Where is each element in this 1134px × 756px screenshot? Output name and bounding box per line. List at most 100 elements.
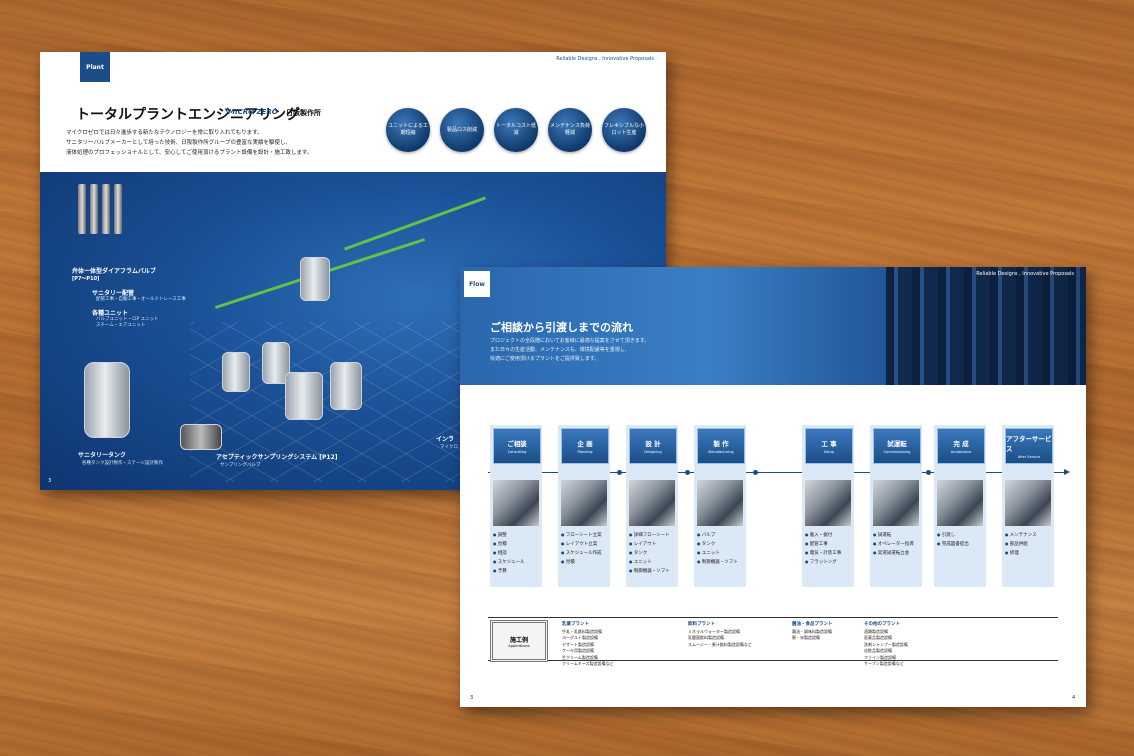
flow-step-title-en: After Service: [1017, 455, 1041, 459]
applications-item: 化粧品製造設備: [864, 648, 892, 653]
applications-item: 生クリーム製造設備: [562, 654, 598, 660]
feature-circle: メンテナンス負荷軽減: [548, 108, 592, 152]
applications-column-heading: その他のプラント: [864, 622, 900, 627]
flow-step-item: 予算: [493, 567, 524, 576]
applications-item: クリームチーズ製造設備など: [562, 661, 614, 666]
timeline-dot: [685, 470, 690, 475]
page-number: 3: [48, 478, 52, 484]
flow-step-item: ユニット: [697, 549, 738, 558]
applications-column-heading: 飲料プラント: [688, 622, 715, 627]
flow-step-photo: [493, 480, 539, 526]
flow-step-item: 試運転: [873, 531, 914, 540]
flow-step-title: 完 成: [953, 440, 969, 448]
flow-step-title: 設 計: [645, 440, 661, 448]
flow-step-items: 引渡し完成図書提出: [937, 531, 969, 549]
flow-step-item: 修理: [1005, 549, 1037, 558]
applications-item: 醤油・調味料製造設備: [792, 628, 832, 634]
flow-step-header: ご相談 Consulting: [493, 428, 541, 464]
sampling-system-illustration: [180, 424, 222, 450]
label-unit-sub: バルブユニット・CIP ユニット: [96, 317, 159, 322]
applications-item: スムージー・果汁飲料製造設備など: [688, 641, 752, 647]
applications-item: ヨーグルト製造設備: [562, 635, 598, 640]
applications-item: ケーキ用製造設備: [562, 648, 594, 653]
flow-step-photo: [1005, 480, 1051, 526]
flow-step-title-en: Planning: [577, 450, 593, 454]
timeline-dot: [753, 470, 758, 475]
flow-step-title: ご相談: [507, 440, 527, 448]
label-sampling: アセプティックサンプリングシステム [P12]: [216, 454, 338, 461]
flow-step-title-en: Manufacturing: [708, 450, 734, 454]
applications-column-heading: 醤油・食品プラント: [792, 622, 833, 627]
valve-illustration: [102, 184, 110, 234]
applications-item: 酒類製造設備: [864, 628, 888, 634]
flow-step-title-en: Acceptance: [950, 450, 972, 454]
flow-step-title: アフターサービス: [1006, 435, 1052, 453]
flow-step-item: バルブ: [697, 531, 738, 540]
tank-illustration: [285, 372, 323, 420]
flow-step-photo: [805, 480, 851, 526]
flow-step-item: メンテナンス: [1005, 531, 1037, 540]
sanitary-tank-illustration: [84, 362, 130, 438]
brochure-page-flow: Flow Reliable Designs , Innovative Propo…: [460, 267, 1086, 707]
feature-circle: ユニットによる工期短縮: [386, 108, 430, 152]
page-banner: Flow Reliable Designs , Innovative Propo…: [460, 267, 1086, 385]
timeline-dot: [617, 470, 622, 475]
intro-line: また日々の生産活動、メンテナンスも、環境配慮等を重視し、: [490, 347, 630, 353]
flow-step-items: バルブタンクユニット制御機器・ソフト: [697, 531, 738, 567]
intro-line: マイクロゼロでは日々進歩する新たなテクノロジーを常に取り入れてもります。: [66, 130, 263, 136]
section-tag: Plant: [80, 52, 110, 82]
flow-step-photo: [697, 480, 743, 526]
label-sampling-sub: サンプリングバルブ: [220, 463, 261, 468]
flow-step: 完 成 Acceptance 引渡し完成図書提出: [934, 425, 986, 587]
applications-column: 醤油・食品プラント醤油・調味料製造設備粥・米製造設備: [792, 622, 833, 642]
flow-step-item: 相談: [493, 549, 524, 558]
applications-title: 施工例: [509, 636, 528, 644]
feature-circles: ユニットによる工期短縮 製品ロス削減 トータルコスト低減 メンテナンス負荷軽減 …: [386, 108, 646, 152]
flow-step-item: 引渡し: [937, 531, 969, 540]
flow-step-item: タンク: [629, 549, 670, 558]
flow-step-item: レイアウト立案: [561, 540, 602, 549]
flow-step-items: フローシート立案レイアウト立案スケジュール作成見積: [561, 531, 602, 567]
flow-step-item: ユニット: [629, 558, 670, 567]
flow-step-item: レイアウト: [629, 540, 670, 549]
applications-item: 粥・米製造設備: [792, 635, 820, 640]
label-unit-sub: スチーム・エアユニット: [96, 323, 146, 328]
flow-step-item: スケジュール: [493, 558, 525, 567]
flow-step-item: 見積: [561, 558, 602, 567]
flow-step-photo: [873, 480, 919, 526]
flow-step-photo: [629, 480, 675, 526]
applications-label: 施工例 Applications: [490, 620, 548, 662]
brand-logo-microzero: MICRO ZERO: [228, 108, 278, 116]
applications-item: 医薬品製造設備: [864, 635, 892, 640]
flow-step-items: 詳細フローシートレイアウトタンクユニット制御機器・ソフト: [629, 531, 670, 576]
flow-step-item: 搬入・据付: [805, 531, 841, 540]
applications-item: 牛乳・乳飲料製造設備: [562, 628, 602, 634]
timeline-dot: [926, 470, 931, 475]
flow-step-title-en: Setup: [823, 450, 835, 454]
flow-step-items: メンテナンス部品供給修理: [1005, 531, 1037, 558]
applications-item: ファイン製造設備: [864, 654, 896, 660]
tagline: Reliable Designs , Innovative Proposals: [556, 56, 654, 62]
flow-timeline: [488, 472, 1068, 473]
flow-step-item: フラッシング: [805, 558, 841, 567]
flow-step-title-en: Consulting: [507, 450, 527, 454]
applications-item: 乳酸菌飲料製造設備: [688, 635, 724, 640]
intro-text: プロジェクトの全段階においてお客様に最適な提案をさせて頂きます。 また日々の生産…: [490, 337, 750, 364]
flow-step-item: 調整: [493, 531, 524, 540]
valve-illustration: [78, 184, 86, 234]
flow-step-items: 搬入・据付配管工事電気・計装工事フラッシング: [805, 531, 842, 567]
label-tank-sub: 各種タンク設計製作・ステージ設計製作: [82, 461, 163, 466]
flow-step-item: 制御機器・ソフト: [629, 567, 670, 576]
flow-step-header: アフターサービス After Service: [1005, 428, 1053, 464]
applications-column: その他のプラント酒類製造設備医薬品製造設備洗剤シャンプー製造設備化粧品製造設備フ…: [864, 622, 908, 668]
tank-illustration: [300, 257, 330, 301]
flow-step-title: 試運転: [887, 440, 907, 448]
flow-step-title-en: Commissioning: [883, 450, 911, 454]
applications-column: 乳業プラント牛乳・乳飲料製造設備ヨーグルト製造設備デザート製造設備ケーキ用製造設…: [562, 622, 614, 668]
label-piping-sub: 配管工事・自動工事・オールドトレース工事: [96, 297, 186, 302]
